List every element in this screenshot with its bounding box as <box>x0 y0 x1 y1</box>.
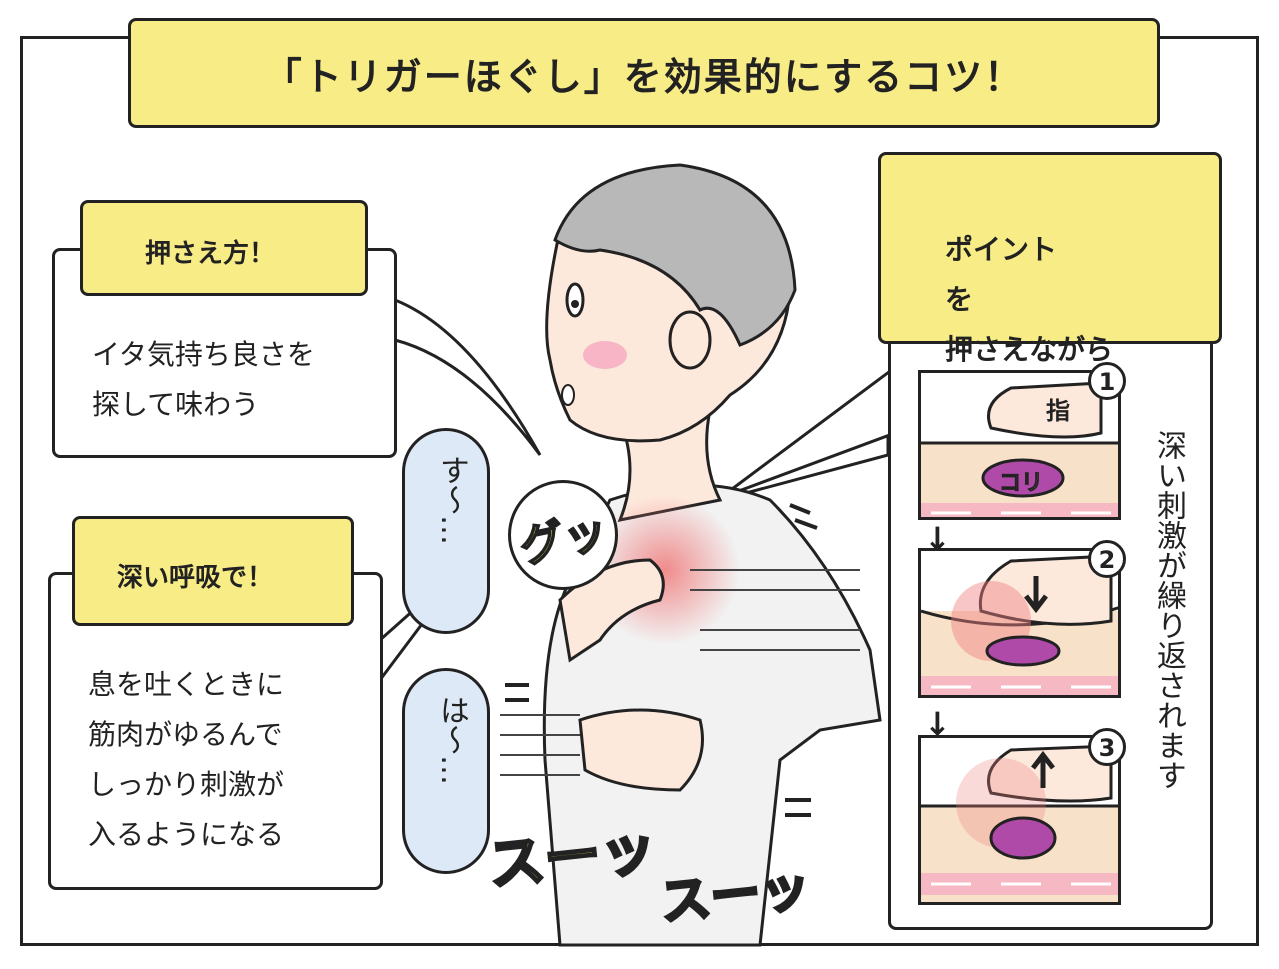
right-heading-box: ポイント を 押さえながら 体を動かす！ <box>878 152 1222 416</box>
step-2-drawing <box>921 551 1118 695</box>
inhale-bubble: す〜… <box>402 428 490 634</box>
step-panel-2 <box>918 548 1121 698</box>
title-banner: 「トリガーほぐし」を効果的にするコツ！ <box>128 18 1160 128</box>
step-panel-3 <box>918 735 1121 905</box>
tip-press-heading-box: 押さえ方！ <box>80 200 368 296</box>
tip-breath-body: 息を吐くときに 筋肉がゆるんで しっかり刺激が 入るようになる <box>88 668 285 851</box>
step-number-3: 3 <box>1088 728 1126 766</box>
exhale-text: は〜… <box>434 695 469 785</box>
down-arrow-icon: ↓ <box>924 705 951 743</box>
tip-breath-heading: 深い呼吸で！ <box>117 563 274 593</box>
tip-breath-heading-box: 深い呼吸で！ <box>72 516 354 626</box>
tip-press-body: イタ気持ち良さを 探して味わう <box>92 338 315 421</box>
press-sfx: グッ <box>515 504 614 574</box>
repeat-note: 深い刺激が繰り返されます <box>1151 430 1186 790</box>
press-sfx-circle: グッ <box>508 480 618 590</box>
page-title: 「トリガーほぐし」を効果的にするコツ！ <box>263 54 1025 99</box>
down-arrow-icon: ↓ <box>924 520 951 558</box>
exhale-bubble: は〜… <box>402 668 490 874</box>
step-3-drawing <box>921 738 1118 895</box>
step-number-1: 1 <box>1088 362 1126 400</box>
step-number-2: 2 <box>1088 540 1126 578</box>
inhale-text: す〜… <box>434 455 469 545</box>
tip-press-heading: 押さえ方！ <box>145 239 276 269</box>
step-panel-1: 指 コリ <box>918 370 1121 520</box>
knot-label: コリ <box>998 471 1044 497</box>
finger-label: 指 <box>1046 397 1070 425</box>
step-1-drawing <box>921 373 1118 517</box>
